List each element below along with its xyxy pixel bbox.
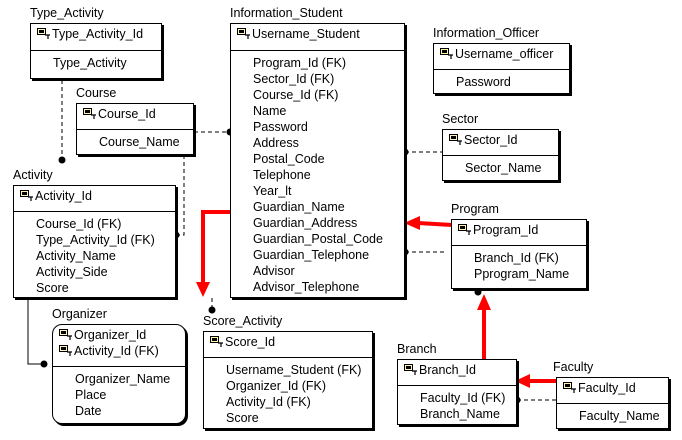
- entity-title-course: Course: [76, 86, 117, 100]
- entity-program[interactable]: Program_Id Branch_Id (FK) Pprogram_Name: [451, 219, 587, 289]
- highlight-arrow-student-score: [201, 210, 230, 282]
- primary-key-section: Program_Id: [452, 220, 586, 246]
- entity-title-branch: Branch: [397, 342, 437, 356]
- attribute-section: Faculty_Name: [579, 409, 660, 423]
- key-icon: [563, 382, 576, 393]
- attribute-section: Username_Student (FK) Organizer_Id (FK) …: [226, 363, 362, 425]
- attribute-section: Sector_Name: [465, 161, 542, 175]
- entity-activity[interactable]: Activity_Id Course_Id (FK) Type_Activity…: [13, 185, 176, 298]
- entity-title-information-officer: Information_Officer: [433, 26, 540, 40]
- relationship-activity-organizer: [27, 300, 44, 365]
- entity-title-type-activity: Type_Activity: [30, 6, 104, 20]
- entity-title-information-student: Information_Student: [230, 6, 343, 20]
- key-icon: [20, 190, 33, 201]
- attribute-section: Faculty_Id (FK) Branch_Name: [420, 391, 506, 421]
- highlight-arrow-head: [404, 216, 420, 230]
- primary-key-section: Faculty_Id: [557, 378, 668, 404]
- key-icon: [404, 364, 417, 375]
- primary-key-section: Organizer_Id Activity_Id (FK): [53, 325, 185, 367]
- key-icon: [37, 28, 50, 39]
- entity-type-activity[interactable]: Type_Activity_Id Type_Activity: [30, 23, 162, 79]
- entity-title-organizer: Organizer: [52, 307, 107, 321]
- entity-faculty[interactable]: Faculty_Id Faculty_Name: [556, 377, 669, 429]
- key-icon: [59, 329, 72, 340]
- relationship-end-dot: [40, 360, 48, 368]
- entity-course[interactable]: Course_Id Course_Name: [76, 103, 194, 155]
- primary-key-section: Course_Id: [77, 104, 193, 130]
- attribute-section: Type_Activity: [53, 56, 127, 70]
- entity-title-sector: Sector: [442, 112, 479, 126]
- entity-branch[interactable]: Branch_Id Faculty_Id (FK) Branch_Name: [397, 359, 517, 425]
- primary-key-section: Activity_Id: [14, 186, 175, 212]
- primary-key-section: Username_Student: [231, 24, 404, 51]
- primary-key-section: Username_officer: [434, 44, 569, 70]
- entity-title-activity: Activity: [13, 168, 53, 182]
- entity-title-faculty: Faculty: [553, 360, 594, 374]
- primary-key-section: Branch_Id: [398, 360, 516, 386]
- attribute-section: Password: [456, 75, 511, 89]
- attribute-section: Organizer_Name Place Date: [75, 372, 171, 418]
- primary-key-section: Sector_Id: [443, 130, 558, 156]
- relationship-end-dot: [208, 306, 216, 314]
- attribute-section: Course_Id (FK) Type_Activity_Id (FK) Act…: [36, 217, 155, 295]
- primary-key-section: Score_Id: [204, 332, 372, 358]
- highlight-arrow-head: [477, 294, 491, 310]
- entity-score-activity[interactable]: Score_Id Username_Student (FK) Organizer…: [203, 331, 373, 429]
- key-icon: [458, 224, 471, 235]
- key-icon: [59, 345, 72, 356]
- relationship-end-dot: [474, 288, 482, 296]
- attribute-section: Branch_Id (FK) Pprogram_Name: [474, 251, 570, 281]
- entity-organizer[interactable]: Organizer_Id Activity_Id (FK) Organizer_…: [52, 324, 186, 424]
- highlight-arrow-head: [196, 282, 210, 297]
- entity-sector[interactable]: Sector_Id Sector_Name: [442, 129, 559, 181]
- relationship-end-dot: [58, 156, 66, 164]
- key-icon: [449, 134, 462, 145]
- entity-title-program: Program: [451, 202, 499, 216]
- key-icon: [210, 336, 223, 347]
- relationship-course-activity: [176, 155, 185, 236]
- key-icon: [237, 28, 250, 39]
- entity-information-student[interactable]: Username_Student Program_Id (FK) Sector_…: [230, 23, 405, 298]
- highlight-arrow-head: [515, 374, 530, 388]
- entity-information-officer[interactable]: Username_officer Password: [433, 43, 570, 94]
- attribute-section: Program_Id (FK) Sector_Id (FK) Course_Id…: [253, 56, 383, 294]
- attribute-section: Course_Name: [99, 135, 180, 149]
- entity-title-score-activity: Score_Activity: [203, 314, 283, 328]
- key-icon: [440, 48, 453, 59]
- highlight-arrow-program-student: [417, 221, 453, 227]
- key-icon: [83, 108, 96, 119]
- primary-key-section: Type_Activity_Id: [31, 24, 161, 51]
